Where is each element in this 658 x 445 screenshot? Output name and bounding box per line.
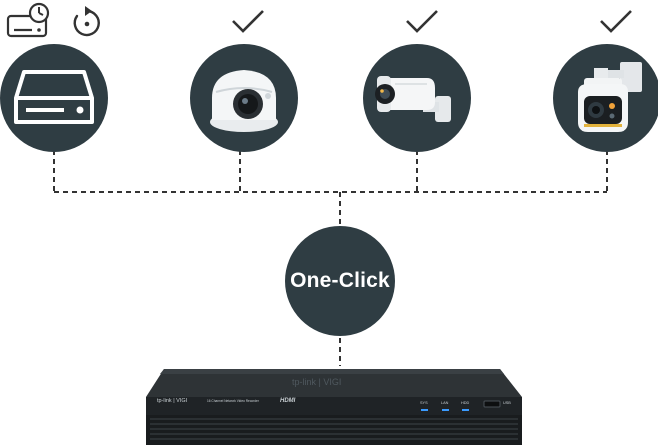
checkmark-icon xyxy=(231,9,265,40)
bullet-camera-icon xyxy=(375,76,451,122)
device-circle-ptz-camera xyxy=(553,44,658,152)
device-circle-nvr xyxy=(0,44,108,152)
sync-icon xyxy=(70,4,104,40)
checkmark-icon xyxy=(405,9,439,40)
turret-camera-icon xyxy=(210,70,278,132)
nvr-drive-icon xyxy=(14,70,94,124)
ptz-camera-icon xyxy=(578,62,642,132)
one-click-circle: One-Click xyxy=(285,226,395,336)
checkmark-icon xyxy=(599,9,633,40)
one-click-label: One-Click xyxy=(290,269,390,292)
nvr-schedule-icon xyxy=(6,2,52,40)
device-circle-bullet-camera xyxy=(363,44,471,152)
device-circle-turret-camera xyxy=(190,44,298,152)
